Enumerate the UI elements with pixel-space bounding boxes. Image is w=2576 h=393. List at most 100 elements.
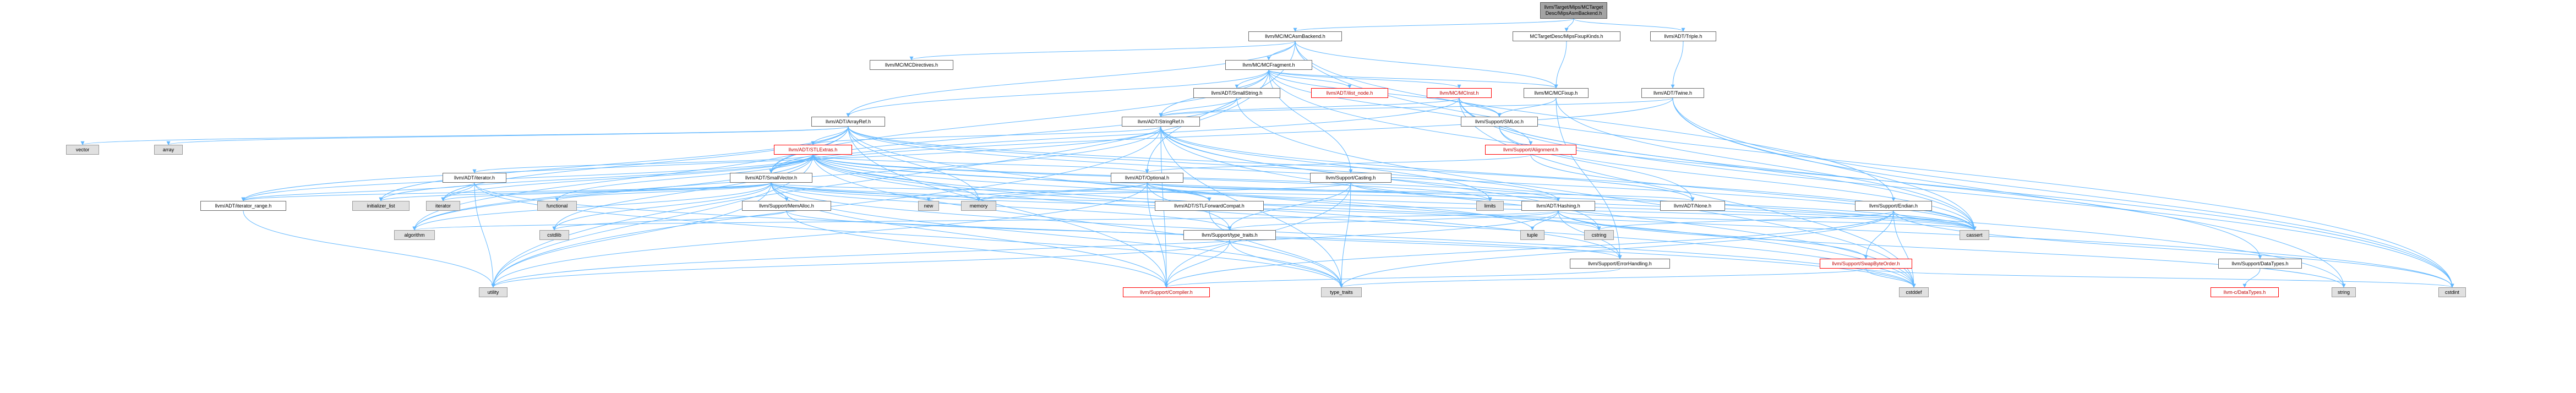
node-twine[interactable]: llvm/ADT/Twine.h <box>1641 88 1704 98</box>
node-alignment[interactable]: llvm/Support/Alignment.h <box>1485 145 1576 155</box>
edge-smallvector-to-initlist <box>379 182 772 201</box>
edge-optional-to-new <box>926 182 1148 201</box>
node-string: string <box>2332 287 2356 297</box>
node-none[interactable]: llvm/ADT/None.h <box>1660 201 1725 211</box>
edge-root-to-triple <box>1573 18 1685 32</box>
edge-stringref-to-string <box>1160 126 2346 288</box>
edge-swapbyteorder-to-typetraits <box>1339 268 1866 288</box>
edge-arrayref-to-memory <box>848 126 981 201</box>
edge-datatypes-to-cdatatypes <box>2242 268 2261 288</box>
edge-iteratorrange-to-utility <box>243 210 495 288</box>
edge-stlextras-to-typetraits <box>812 154 1344 288</box>
node-typetraitsllvm[interactable]: llvm/Support/type_traits.h <box>1183 230 1276 240</box>
node-typetraits: type_traits <box>1321 287 1362 297</box>
edge-arrayref-to-cstddef <box>848 126 1916 288</box>
edge-casting-to-typetraitsllvm <box>1227 182 1351 231</box>
node-stlextras[interactable]: llvm/ADT/STLExtras.h <box>774 145 852 155</box>
node-datatypes[interactable]: llvm/Support/DataTypes.h <box>2218 259 2302 269</box>
edge-optional-to-stlforward <box>1147 182 1211 201</box>
node-iteratorh[interactable]: llvm/ADT/iterator.h <box>443 173 506 183</box>
node-optional[interactable]: llvm/ADT/Optional.h <box>1111 173 1183 183</box>
edge-mcfragment-to-ilistnode <box>1268 69 1352 89</box>
edge-stlextras-to-hashing <box>812 154 1560 201</box>
edge-twine-to-stringref <box>1159 97 1673 117</box>
edge-twine-to-cstdint <box>1672 97 2454 288</box>
node-mcfragment[interactable]: llvm/MC/MCFragment.h <box>1225 60 1312 70</box>
node-stlforward[interactable]: llvm/ADT/STLForwardCompat.h <box>1155 201 1264 211</box>
node-utility: utility <box>479 287 507 297</box>
node-swapbyteorder[interactable]: llvm/Support/SwapByteOrder.h <box>1820 259 1912 269</box>
node-smallstring[interactable]: llvm/ADT/SmallString.h <box>1193 88 1280 98</box>
edge-triple-to-twine <box>1671 41 1684 89</box>
node-hashing[interactable]: llvm/ADT/Hashing.h <box>1521 201 1595 211</box>
edge-memallocs-to-compiler <box>786 210 1169 288</box>
edge-hashing-to-algorithm <box>413 210 1559 231</box>
edge-mcasmbackend-to-mcdirectives <box>909 41 1296 61</box>
node-memallocs[interactable]: llvm/Support/MemAlloc.h <box>742 201 831 211</box>
node-compiler[interactable]: llvm/Support/Compiler.h <box>1123 287 1210 297</box>
edge-stlforward-to-typetraits <box>1209 210 1344 288</box>
edge-optional-to-memory <box>976 182 1148 201</box>
edge-optional-to-utility <box>491 182 1148 288</box>
node-iterator: iterator <box>426 201 460 211</box>
node-iteratorrange[interactable]: llvm/ADT/iterator_range.h <box>200 201 286 211</box>
node-cassert: cassert <box>1960 230 1989 240</box>
edge-mcinst-to-stringref <box>1159 97 1460 117</box>
edge-smallvector-to-functional <box>555 182 772 201</box>
edge-arrayref-to-vector <box>81 126 849 145</box>
node-mcinst[interactable]: llvm/MC/MCInst.h <box>1427 88 1492 98</box>
edge-stringref-to-stlextras <box>811 126 1161 145</box>
edge-twine-to-smallvector <box>769 97 1673 173</box>
edge-mcasmbackend-to-mcfixup <box>1295 41 1558 89</box>
node-arrayref[interactable]: llvm/ADT/ArrayRef.h <box>811 117 885 127</box>
node-mipsfixupkinds[interactable]: MCTargetDesc/MipsFixupKinds.h <box>1513 31 1620 41</box>
node-triple[interactable]: llvm/ADT/Triple.h <box>1650 31 1716 41</box>
edge-mcasmbackend-to-arrayref <box>846 41 1296 117</box>
node-mcfixup[interactable]: llvm/MC/MCFixup.h <box>1524 88 1589 98</box>
edge-swapbyteorder-to-cstddef <box>1865 268 1916 288</box>
edge-casting-to-typetraits <box>1339 182 1351 288</box>
node-cdatatypes[interactable]: llvm-c/DataTypes.h <box>2211 287 2279 297</box>
edge-casting-to-memory <box>976 182 1351 201</box>
edge-stringref-to-limits <box>1160 126 1492 201</box>
edge-mcfragment-to-utility <box>491 69 1269 288</box>
edge-smallvector-to-new <box>771 182 931 201</box>
node-smloc[interactable]: llvm/Support/SMLoc.h <box>1461 117 1538 127</box>
edge-stlextras-to-iteratorrange <box>241 154 814 201</box>
edge-mcfixup-to-errorhandling <box>1556 97 1622 259</box>
edge-mcinst-to-cstddef <box>1459 97 1916 288</box>
node-ilistnode[interactable]: llvm/ADT/ilist_node.h <box>1311 88 1388 98</box>
edge-endian-to-typetraits <box>1339 210 1894 288</box>
edge-root-to-mcasmbackend <box>1293 18 1574 32</box>
node-cstddef: cstddef <box>1899 287 1929 297</box>
edge-endian-to-cassert <box>1893 210 1977 231</box>
edge-arrayref-to-initlist <box>379 126 849 201</box>
edge-smallvector-to-cstdlib <box>552 182 772 231</box>
node-casting[interactable]: llvm/Support/Casting.h <box>1310 173 1391 183</box>
node-errorhandling[interactable]: llvm/Support/ErrorHandling.h <box>1570 259 1670 269</box>
edge-stringref-to-iteratorrange <box>241 126 1161 201</box>
edge-hashing-to-typetraitsllvm <box>1227 210 1559 231</box>
node-smallvector[interactable]: llvm/ADT/SmallVector.h <box>730 173 812 183</box>
node-cstring: cstring <box>1584 230 1614 240</box>
node-endian[interactable]: llvm/Support/Endian.h <box>1855 201 1932 211</box>
edge-typetraitsllvm-to-compiler <box>1164 239 1230 288</box>
node-stringref[interactable]: llvm/ADT/StringRef.h <box>1122 117 1200 127</box>
node-mcdirectives[interactable]: llvm/MC/MCDirectives.h <box>870 60 953 70</box>
edge-arrayref-to-none <box>848 126 1695 201</box>
edge-mcinst-to-cstdint <box>1459 97 2454 288</box>
edge-hashing-to-string <box>1558 210 2346 288</box>
edge-swapbyteorder-to-cstdint <box>1865 268 2454 288</box>
edge-mcfixup-to-cassert <box>1556 97 1977 231</box>
edge-smallvector-to-typetraitsllvm <box>771 182 1232 231</box>
node-root: llvm/Target/Mips/MCTarget Desc/MipsAsmBa… <box>1540 2 1607 19</box>
node-mcasmbackend[interactable]: llvm/MC/MCAsmBackend.h <box>1248 31 1342 41</box>
edge-iteratorh-to-utility <box>474 182 495 288</box>
edge-mcinst-to-smloc <box>1459 97 1502 117</box>
edge-stlextras-to-initlist <box>379 154 814 201</box>
node-tuple: tuple <box>1520 230 1544 240</box>
edge-endian-to-cstdint <box>1893 210 2454 288</box>
node-initlist: initializer_list <box>352 201 410 211</box>
edge-endian-to-swapbyteorder <box>1864 210 1894 259</box>
edge-mcfragment-to-alignment <box>1268 69 1533 145</box>
